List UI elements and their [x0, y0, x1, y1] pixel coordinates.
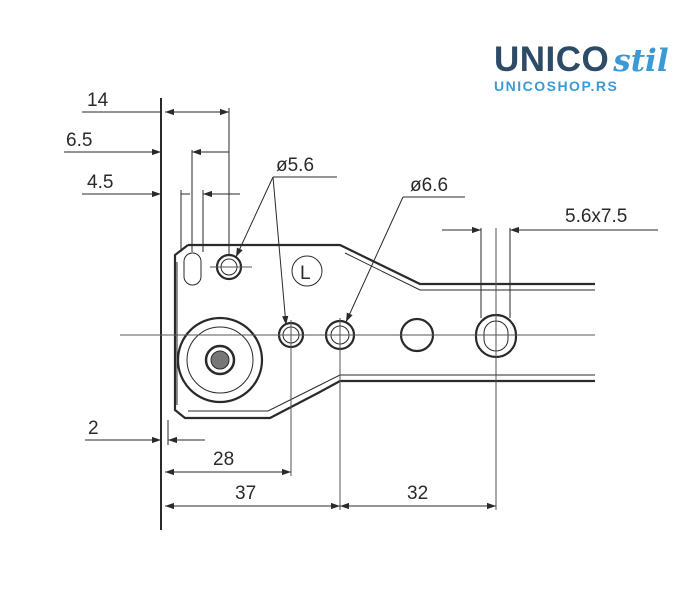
- dimension-slot: 5.6x7.5: [442, 206, 658, 234]
- dimension-6-5-label: 6.5: [66, 130, 92, 151]
- logo-main-text: UNICO: [494, 40, 610, 79]
- center-lines: [120, 228, 595, 510]
- callout-dia-5-6-label: ø5.6: [276, 155, 314, 176]
- dimension-28: 28: [165, 449, 291, 476]
- dimension-4-5: 4.5: [82, 172, 240, 198]
- dimension-32: 32: [340, 483, 496, 510]
- side-mark-letter: L: [300, 263, 311, 284]
- logo-script-text: stil: [613, 43, 669, 79]
- callout-dia-6-6-label: ø6.6: [410, 175, 448, 196]
- dimension-37-label: 37: [235, 483, 256, 504]
- logo-website-text: UNICOSHOP.RS: [494, 78, 619, 94]
- side-mark-symbol: L: [291, 255, 323, 287]
- dimension-32-label: 32: [407, 483, 428, 504]
- dimension-14: 14: [82, 90, 229, 116]
- extension-lines: [167, 108, 511, 445]
- callout-dia-5-6: ø5.6: [235, 155, 337, 326]
- dimension-2: 2: [85, 418, 205, 444]
- dimension-6-5: 6.5: [64, 130, 229, 156]
- dimension-28-label: 28: [213, 449, 234, 470]
- callout-dia-6-6: ø6.6: [345, 175, 465, 323]
- bracket-slot: [183, 252, 202, 286]
- dimension-14-label: 14: [87, 90, 109, 111]
- dimension-2-label: 2: [88, 418, 99, 439]
- dimension-slot-label: 5.6x7.5: [565, 206, 627, 227]
- rail-outline: [173, 243, 595, 420]
- dimension-4-5-label: 4.5: [87, 172, 113, 193]
- roller-wheel: [176, 316, 264, 404]
- dimension-37: 37: [165, 483, 340, 510]
